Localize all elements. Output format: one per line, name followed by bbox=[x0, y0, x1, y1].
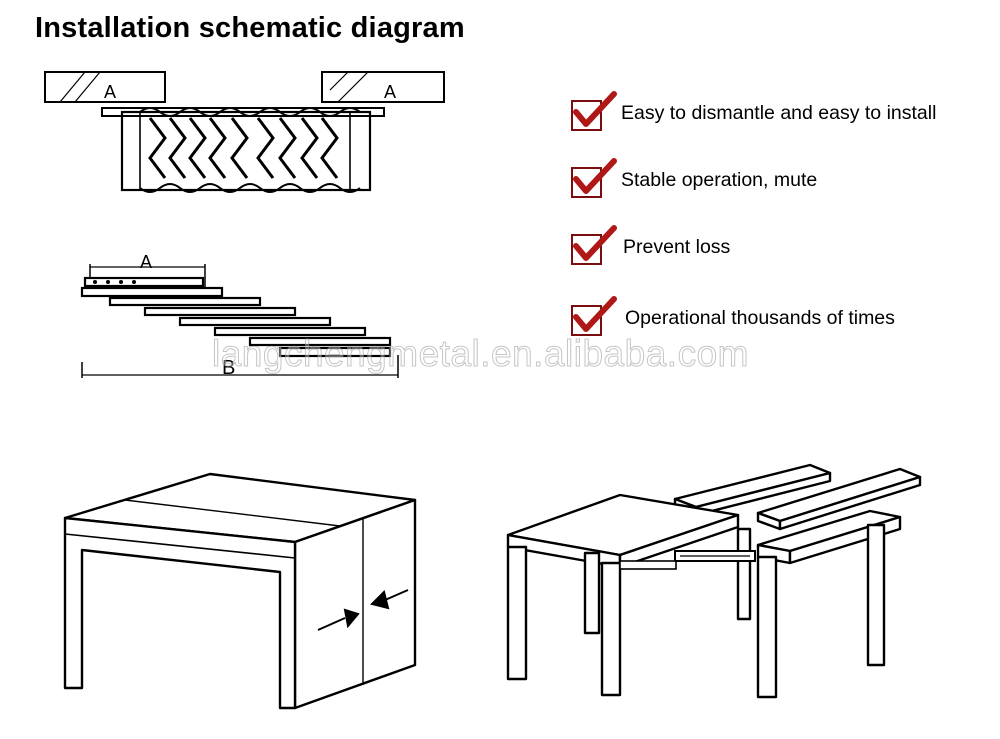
checkmark-icon bbox=[573, 91, 617, 127]
feature-item-1: Easy to dismantle and easy to install bbox=[568, 90, 998, 134]
feature-item-2: Stable operation, mute bbox=[568, 157, 998, 201]
extended-table-illustration bbox=[506, 463, 922, 699]
watermark: langchengmetal.en.alibaba.com bbox=[212, 333, 749, 375]
feature-item-3: Prevent loss bbox=[568, 224, 998, 268]
slide-rail-side-view: A B bbox=[80, 252, 399, 379]
checkmark-icon bbox=[573, 296, 617, 332]
feature-label: Easy to dismantle and easy to install bbox=[621, 102, 937, 124]
slide-b-label: B bbox=[222, 357, 235, 379]
feature-item-4: Operational thousands of times bbox=[568, 295, 998, 339]
top-right-a-label: A bbox=[384, 82, 396, 102]
feature-label: Operational thousands of times bbox=[625, 307, 895, 329]
checkmark-icon bbox=[573, 225, 617, 261]
slide-a-label: A bbox=[140, 252, 152, 272]
feature-label: Prevent loss bbox=[623, 236, 731, 258]
checkmark-icon bbox=[573, 158, 617, 194]
mechanism-top-view: A A bbox=[44, 71, 445, 193]
top-left-a-label: A bbox=[104, 82, 116, 102]
page-title: Installation schematic diagram bbox=[35, 12, 465, 44]
closed-table-illustration bbox=[63, 472, 417, 710]
feature-label: Stable operation, mute bbox=[621, 169, 818, 191]
